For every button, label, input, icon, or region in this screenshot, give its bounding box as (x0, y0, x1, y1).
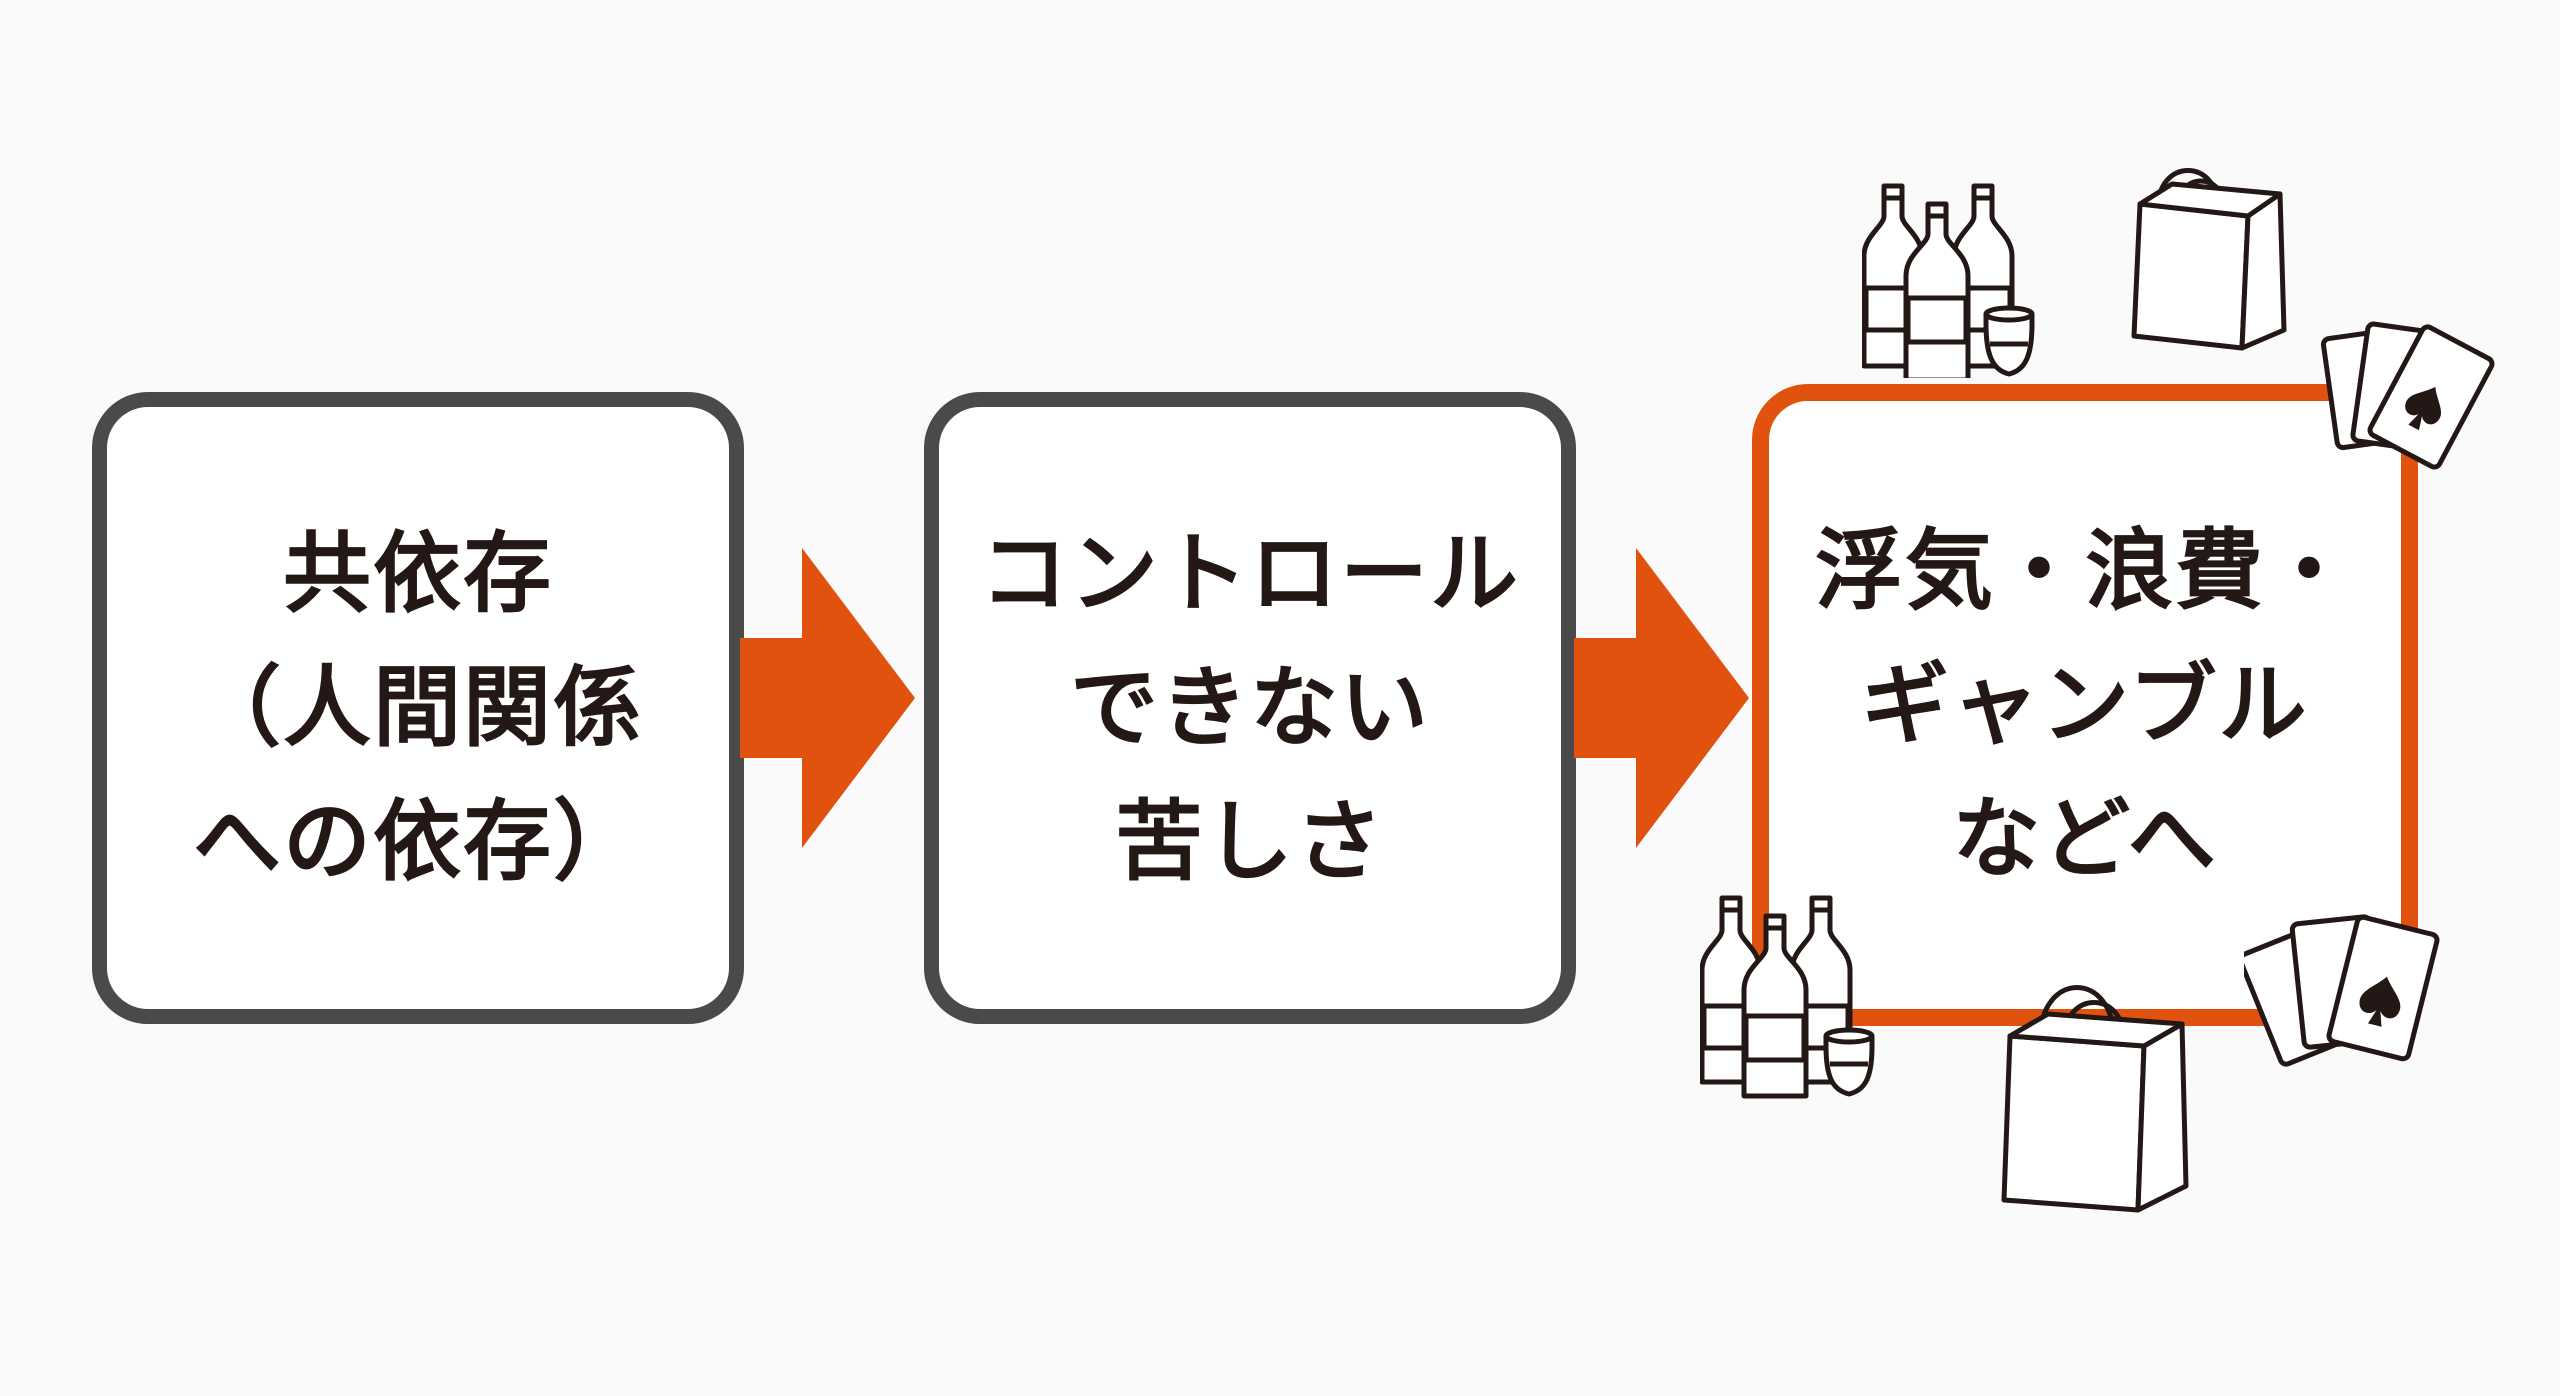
arrow-right-icon (740, 548, 915, 848)
box-behavioral-addictions: 浮気・浪費・ ギャンブル などへ (1752, 384, 2418, 1026)
shopping-bag-icon (2131, 168, 2287, 351)
box-codependency-text: 共依存 （人間関係 への依存） (193, 507, 643, 909)
playing-cards-icon (2244, 914, 2440, 1067)
shopping-bag-icon (2001, 985, 2189, 1213)
bottles-icon (1700, 895, 1875, 1099)
box-behavioral-addictions-text: 浮気・浪費・ ギャンブル などへ (1815, 504, 2355, 906)
bottles-icon (1862, 183, 2035, 378)
box-line: 苦しさ (1114, 790, 1385, 893)
playing-cards-icon (2320, 321, 2495, 470)
arrow-right-icon (1574, 548, 1749, 848)
box-line: 浮気・浪費・ (1814, 519, 2355, 622)
box-line: などへ (1952, 787, 2218, 890)
box-uncontrollable-suffering-text: コントロール できない 苦しさ (980, 507, 1520, 909)
box-line: コントロール (979, 522, 1520, 625)
box-line: （人間関係 (192, 656, 643, 759)
box-uncontrollable-suffering: コントロール できない 苦しさ (924, 392, 1576, 1024)
box-line: できない (1069, 656, 1430, 759)
box-line: ギャンブル (1861, 653, 2309, 756)
box-line: への依存） (192, 790, 643, 893)
box-line: 共依存 (282, 522, 553, 625)
box-codependency: 共依存 （人間関係 への依存） (92, 392, 744, 1024)
